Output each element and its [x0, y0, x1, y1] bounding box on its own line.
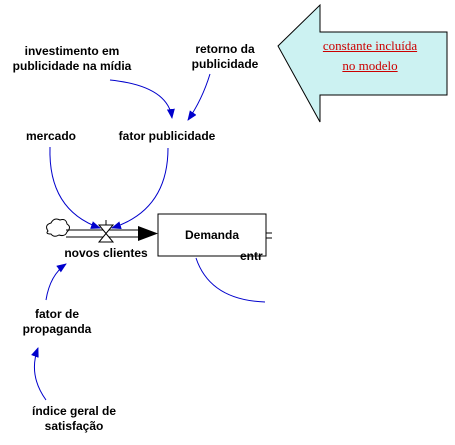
valve-icon [97, 220, 115, 243]
link-mercado-to-valve [49, 146, 101, 229]
label-mercado[interactable]: mercado [25, 129, 77, 143]
stock-demanda-box[interactable] [157, 213, 267, 257]
link-investimento-to-fator-publicidade [109, 79, 175, 119]
link-indice-to-fator-propaganda [31, 347, 47, 401]
label-investimento-publicidade[interactable]: investimento em publicidade na mídia [12, 44, 132, 73]
label-indice-satisfacao[interactable]: índice geral de satisfação [31, 404, 117, 433]
label-fator-propaganda[interactable]: fator de propaganda [22, 307, 92, 336]
cloud-source-icon [46, 218, 70, 237]
link-retorno-to-fator-publicidade [187, 73, 211, 121]
stock-demanda-label: Demanda [184, 228, 240, 242]
callout-text: constante incluída no modelo [322, 38, 418, 73]
link-fator-propaganda-to-novos-clientes [45, 263, 67, 301]
link-demanda-to-entr [195, 257, 266, 303]
outflow-pipe [266, 232, 272, 239]
inflow-pipe [66, 226, 158, 241]
label-retorno-publicidade[interactable]: retorno da publicidade [191, 42, 259, 71]
label-outflow-partial: entr [240, 249, 263, 263]
label-novos-clientes[interactable]: novos clientes [64, 246, 148, 260]
label-fator-publicidade[interactable]: fator publicidade [118, 129, 216, 143]
link-fator-publicidade-to-valve [111, 147, 169, 230]
callout-arrow-shape [277, 3, 448, 123]
